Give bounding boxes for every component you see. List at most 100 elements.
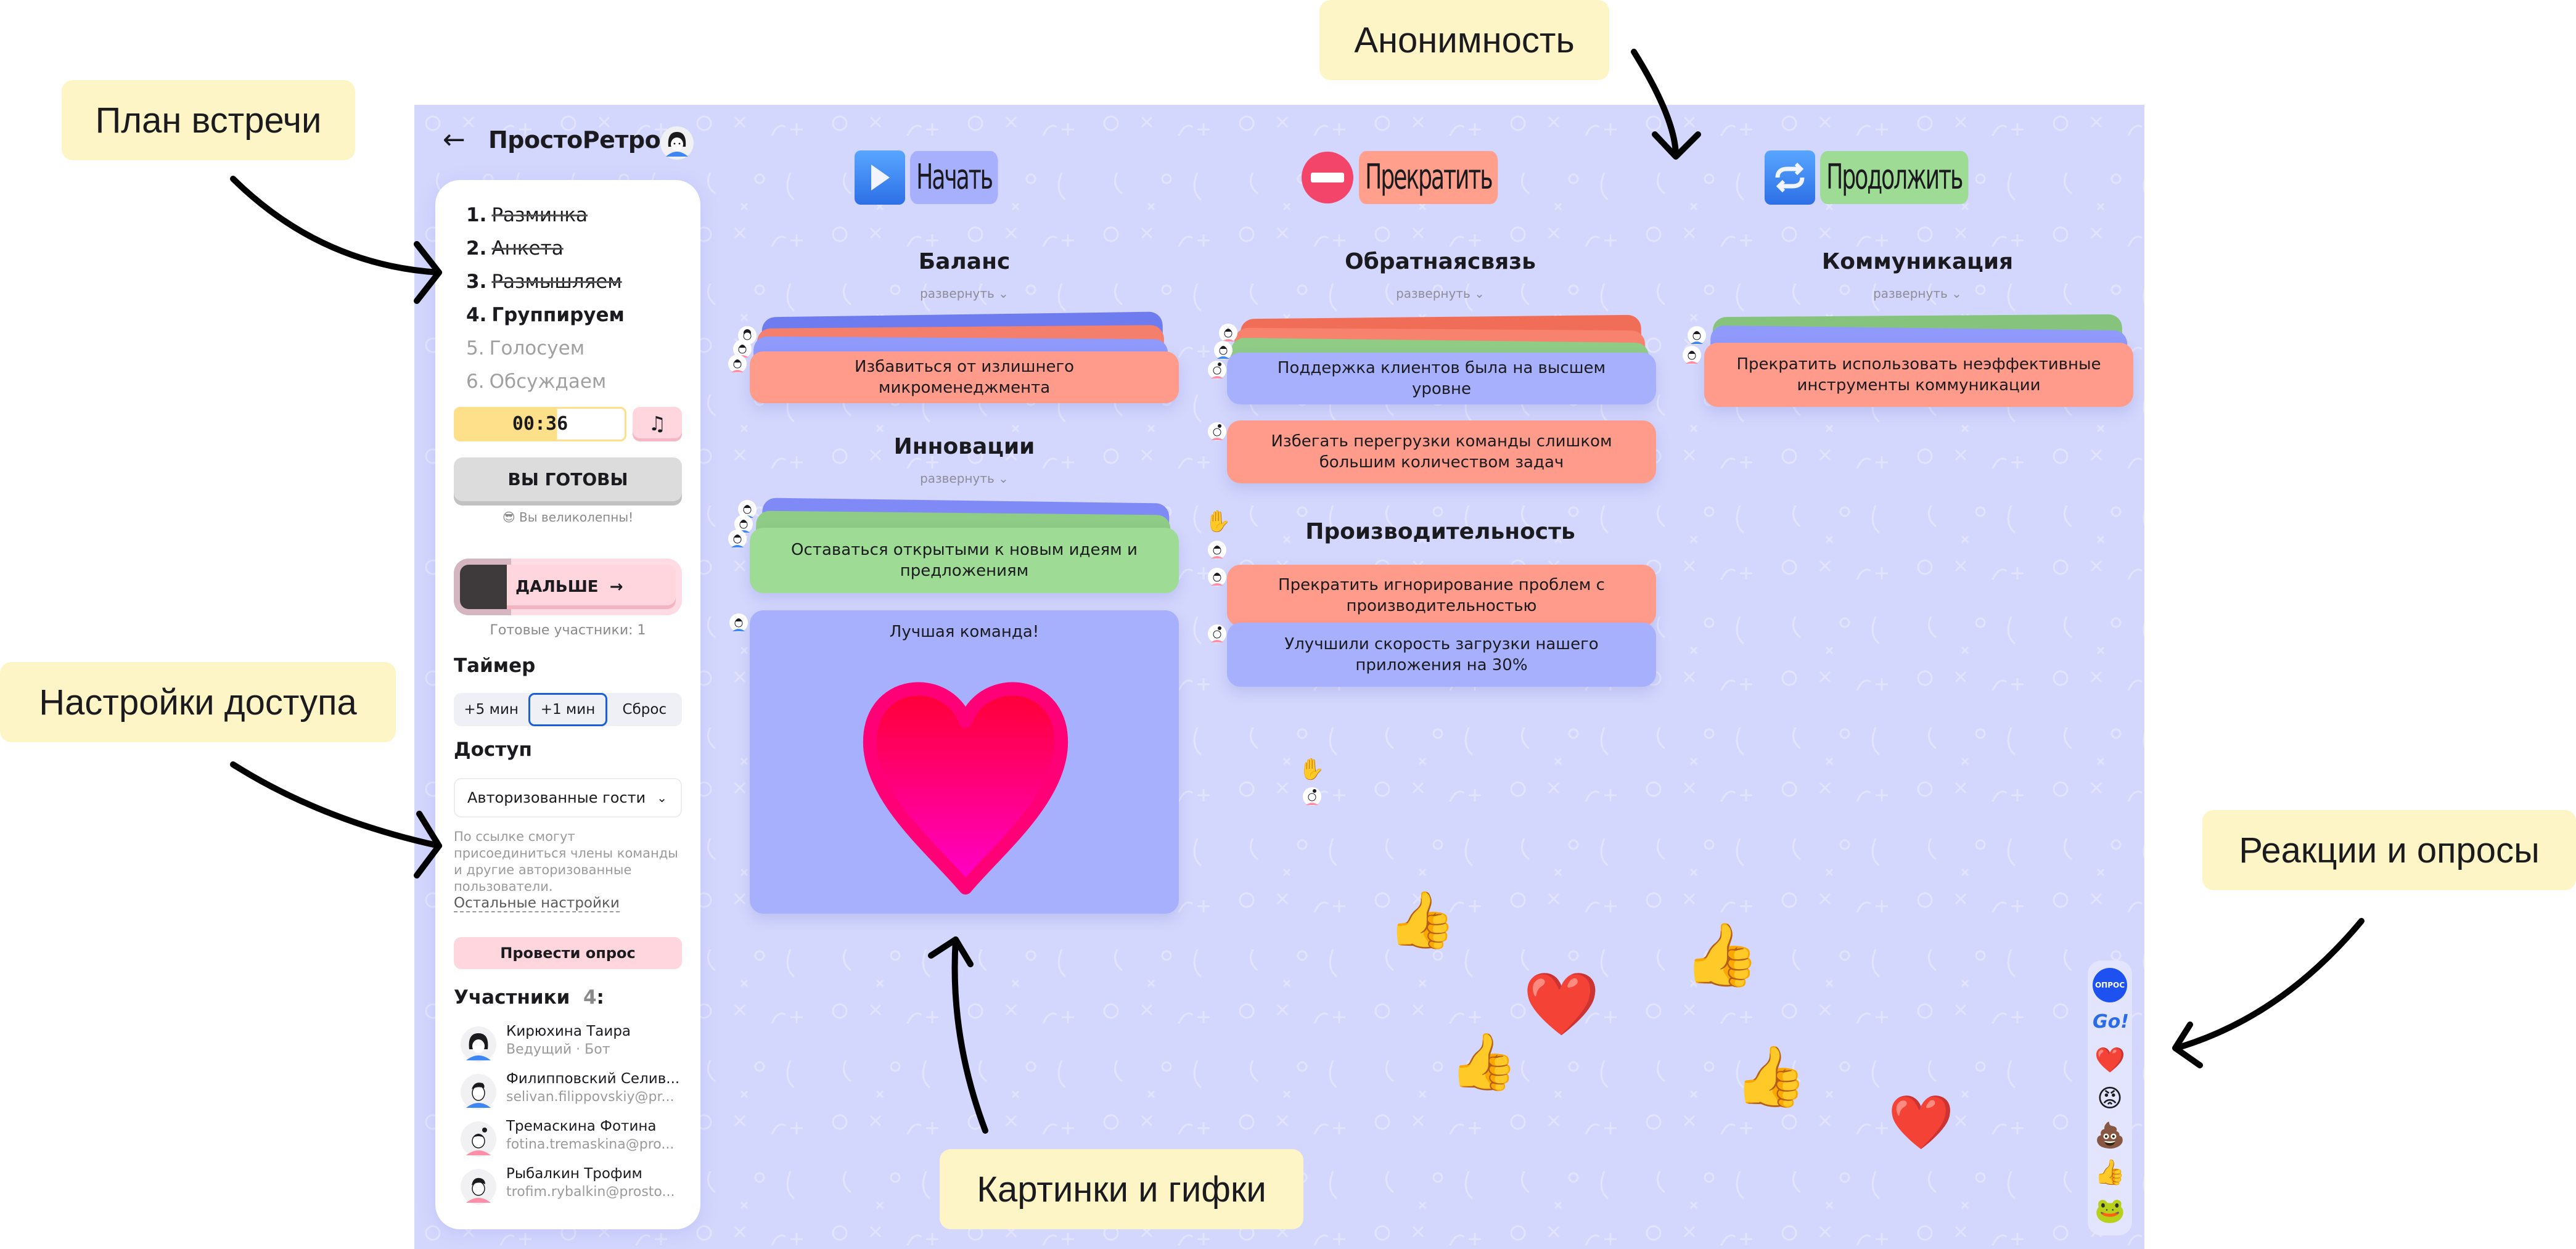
go-reaction-button[interactable]: Go! — [2093, 1011, 2129, 1033]
arrow-to-plan — [230, 176, 442, 276]
annotation-images-gifs: Картинки и гифки — [940, 1149, 1303, 1229]
author-avatar — [1208, 361, 1226, 379]
plan-step[interactable]: 6.Обсуждаем — [466, 371, 607, 393]
heart-image — [863, 682, 1069, 895]
girl-bun-avatar — [461, 1121, 496, 1157]
plan-step[interactable]: 5.Голосуем — [466, 337, 585, 359]
plan-step[interactable]: 2.Анкета — [466, 237, 564, 260]
angry-reaction-button[interactable]: 😡 — [2097, 1084, 2123, 1113]
music-button[interactable]: ♫ — [633, 407, 682, 441]
access-select[interactable]: Авторизованные гости⌄ — [454, 778, 682, 817]
timer-controls: +5 мин +1 мин Сброс — [454, 693, 682, 726]
annotation-access-settings: Настройки доступа — [0, 662, 396, 742]
user-avatar[interactable] — [660, 126, 694, 160]
group-title: Баланс — [918, 249, 1011, 274]
more-settings-link[interactable]: Остальные настройки — [454, 895, 620, 912]
retro-card[interactable]: Избегать перегрузки команды слишком боль… — [1227, 420, 1656, 483]
column-label: Продолжить — [1820, 151, 1969, 204]
author-avatar — [1208, 541, 1226, 559]
author-avatar — [1208, 624, 1226, 643]
girl-avatar — [461, 1026, 496, 1062]
heart-reaction: ❤️ — [1888, 1092, 1955, 1153]
boy-avatar — [461, 1074, 496, 1110]
annotation-anonymity: Анонимность — [1319, 0, 1609, 80]
chevron-down-icon: ⌄ — [998, 286, 1009, 301]
app-title: ПростоРетро — [488, 126, 661, 154]
timer-display: 00:36 — [454, 407, 626, 441]
expand-toggle[interactable]: развернуть ⌄ — [920, 286, 1009, 301]
access-section-title: Доступ — [454, 739, 532, 761]
retro-card[interactable]: Поддержка клиентов была на высшем уровне — [1227, 353, 1656, 404]
next-progress-indicator — [460, 565, 507, 609]
author-avatar — [1214, 341, 1233, 359]
group-title: Обратнаясвязь — [1345, 249, 1536, 274]
column-header-continue: Продолжить — [1765, 150, 2026, 205]
run-poll-button[interactable]: Провести опрос — [454, 937, 682, 969]
participant-item[interactable]: Филипповский Селив... selivan.filippovsk… — [460, 1071, 682, 1114]
reaction-bar: ОПРОС Go! ❤️ 😡 💩 👍 🐸 — [2088, 960, 2132, 1235]
ready-participants-count: Готовые участники: 1 — [490, 623, 646, 638]
author-avatar — [1688, 326, 1706, 345]
group-title: Инновации — [893, 434, 1035, 459]
thumbs-up-reaction-button[interactable]: 👍 — [2094, 1158, 2125, 1187]
retro-card[interactable]: Избавиться от излишнего микроменеджмента — [750, 351, 1179, 403]
retro-card[interactable]: Прекратить использовать неэффективные ин… — [1704, 343, 2133, 407]
arrow-right-icon: → — [609, 578, 623, 596]
chevron-down-icon: ⌄ — [657, 790, 667, 805]
group-title: Коммуникация — [1821, 249, 2014, 274]
author-avatar — [728, 530, 747, 548]
retro-card[interactable]: Улучшили скорость загрузки нашего прилож… — [1227, 623, 1656, 687]
next-button[interactable]: ДАЛЬШЕ → — [454, 559, 682, 615]
expand-toggle[interactable]: развернуть ⌄ — [1873, 286, 1962, 301]
arrow-to-reactions — [2173, 918, 2365, 1051]
column-label: Начать — [910, 151, 998, 204]
no-entry-icon — [1301, 150, 1354, 205]
arrow-to-access — [230, 761, 442, 849]
expand-toggle[interactable]: развернуть ⌄ — [920, 471, 1009, 486]
participants-title: Участники 4: — [454, 986, 604, 1009]
column-label: Прекратить — [1359, 151, 1498, 204]
ready-note: 😎 Вы великолепны! — [502, 510, 634, 525]
back-button[interactable]: ← — [443, 126, 471, 154]
participant-item[interactable]: Рыбалкин Трофим trofim.rybalkin@prosto..… — [460, 1166, 682, 1209]
plan-step-current[interactable]: 4.Группируем — [466, 304, 625, 326]
image-card[interactable]: Лучшая команда! — [750, 610, 1179, 914]
add-1-min-button[interactable]: +1 мин — [528, 693, 607, 726]
participant-item[interactable]: Тремаскина Фотина fotina.tremaskina@pro.… — [460, 1118, 682, 1161]
chevron-down-icon: ⌄ — [1474, 286, 1485, 301]
author-avatar — [1208, 422, 1226, 441]
access-note: По ссылке смогут присоединиться члены ко… — [454, 829, 678, 894]
timer-section-title: Таймер — [454, 655, 536, 677]
author-avatar — [1303, 787, 1321, 806]
plan-step[interactable]: 3.Размышляем — [466, 271, 622, 293]
poop-reaction-button[interactable]: 💩 — [2094, 1121, 2125, 1150]
heart-reaction: ❤️ — [1523, 968, 1600, 1040]
thumbs-up-reaction: 👍 — [1734, 1042, 1808, 1111]
music-note-icon: ♫ — [648, 412, 667, 435]
frog-reaction-button[interactable]: 🐸 — [2094, 1197, 2125, 1225]
repeat-icon — [1765, 150, 1815, 205]
heart-reaction-button[interactable]: ❤️ — [2094, 1046, 2125, 1075]
plan-step[interactable]: 1.Разминка — [466, 204, 588, 226]
hand-cursor-icon: ✋ — [1298, 757, 1325, 782]
next-button-label: ДАЛЬШЕ → — [515, 578, 623, 596]
author-avatar — [729, 613, 748, 632]
arrow-to-reactions-head — [2172, 1022, 2203, 1068]
image-caption: Лучшая команда! — [889, 623, 1040, 641]
expand-toggle[interactable]: развернуть ⌄ — [1396, 286, 1485, 301]
retro-card[interactable]: Оставаться открытыми к новым идеям и пре… — [750, 528, 1179, 593]
reset-timer-button[interactable]: Сброс — [622, 702, 667, 718]
author-avatar — [728, 354, 747, 373]
arrow-left-icon: ← — [443, 124, 466, 155]
annotation-reactions-polls: Реакции и опросы — [2202, 810, 2576, 890]
author-avatar — [733, 340, 752, 358]
retro-card[interactable]: Прекратить игнорирование проблем с произ… — [1227, 565, 1656, 626]
poll-reaction-button[interactable]: ОПРОС — [2093, 968, 2127, 1002]
add-5-min-button[interactable]: +5 мин — [464, 702, 519, 718]
chevron-down-icon: ⌄ — [998, 471, 1009, 486]
ready-button[interactable]: ВЫ ГОТОВЫ — [454, 457, 682, 506]
meeting-plan: 1.Разминка 2.Анкета 3.Размышляем 4.Групп… — [466, 199, 625, 398]
author-avatar — [1683, 346, 1701, 364]
participant-item[interactable]: Кирюхина Таира Ведущий · Бот — [460, 1023, 682, 1067]
author-avatar — [1208, 568, 1226, 586]
